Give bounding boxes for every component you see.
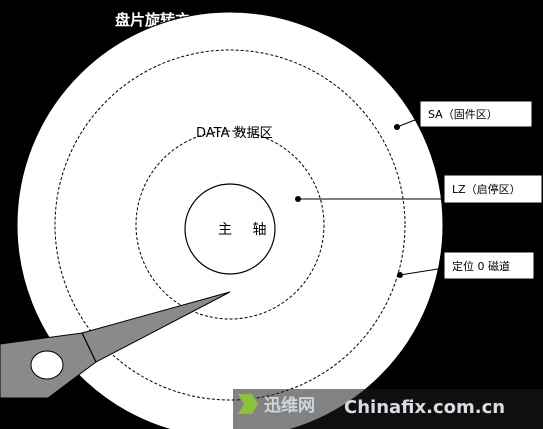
- lz-label: LZ（启停区）: [452, 182, 521, 196]
- sa-pointer-line: [396, 117, 421, 128]
- actuator-arm-joint: [81, 332, 97, 363]
- track0-pointer-line: [399, 267, 445, 276]
- spindle-label: 主 轴: [218, 222, 274, 238]
- watermark-cn: 迅维网: [264, 395, 315, 416]
- lz-label-box: [443, 174, 543, 204]
- watermark-backdrop: [233, 389, 543, 429]
- data-area-label: DATA 数据区: [196, 126, 273, 141]
- watermark-logo-icon: [238, 394, 258, 414]
- lz-boundary-ring: [135, 130, 325, 320]
- watermark-en: Chinafix.com.cn: [344, 397, 505, 418]
- sa-label-box: [419, 100, 533, 128]
- track0-label: 定位 0 磁道: [452, 259, 510, 273]
- actuator-pivot-hole: [30, 350, 64, 380]
- spindle: [184, 183, 276, 275]
- sa-label: SA（固件区）: [428, 108, 498, 121]
- sa-boundary-ring: [54, 49, 406, 401]
- track0-label-box: [443, 251, 535, 280]
